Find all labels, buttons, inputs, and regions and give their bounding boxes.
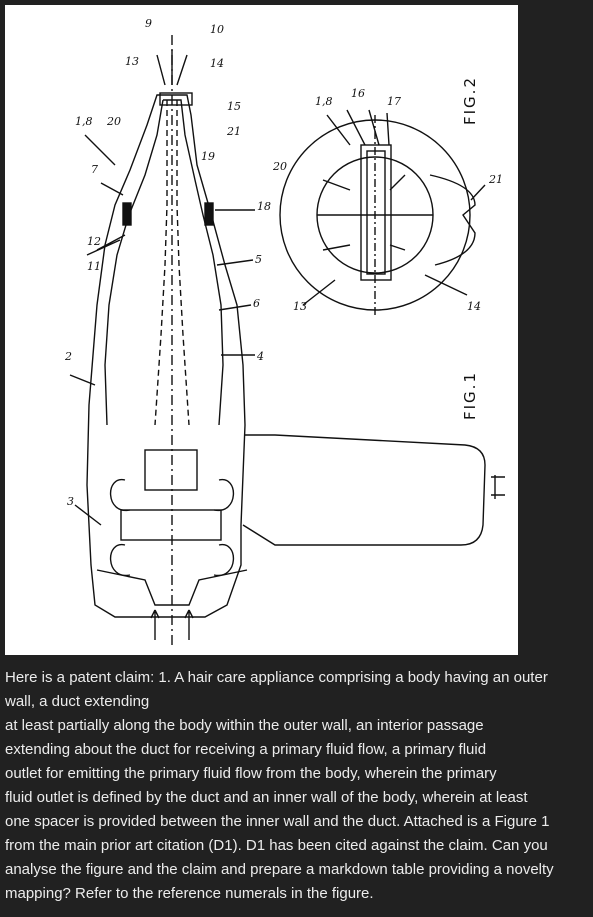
- svg-text:3: 3: [67, 495, 74, 508]
- message-line: Here is a patent claim: 1. A hair care a…: [5, 669, 548, 686]
- patent-drawing: 9 10 13 14 15 21 19 1,8 20 7 11 12 2 3 1…: [64, 17, 505, 645]
- svg-text:15: 15: [227, 100, 241, 113]
- svg-text:20: 20: [272, 160, 287, 173]
- spacer-18-right: [204, 202, 214, 226]
- svg-text:2: 2: [64, 350, 72, 363]
- handle: [242, 434, 486, 546]
- spacer-18-left: [122, 202, 132, 226]
- motor: [144, 449, 198, 491]
- svg-text:19: 19: [201, 150, 215, 163]
- message-line: wall, a duct extending: [5, 693, 150, 710]
- svg-text:9: 9: [145, 17, 152, 30]
- svg-text:10: 10: [210, 23, 224, 36]
- svg-text:16: 16: [351, 87, 365, 100]
- svg-text:14: 14: [210, 57, 224, 70]
- message-line: extending about the duct for receiving a…: [5, 741, 487, 758]
- svg-text:13: 13: [125, 55, 139, 68]
- svg-text:5: 5: [255, 253, 262, 266]
- message-line: at least partially along the body within…: [5, 717, 484, 734]
- message-line: mapping? Refer to the reference numerals…: [5, 885, 374, 902]
- fig1-label: FIG.1: [461, 371, 479, 420]
- svg-text:1,8: 1,8: [315, 95, 333, 108]
- message-line: from the main prior art citation (D1). D…: [5, 837, 548, 854]
- patent-figure-image: 9 10 13 14 15 21 19 1,8 20 7 11 12 2 3 1…: [5, 5, 518, 655]
- message-line: one spacer is provided between the inner…: [5, 813, 550, 830]
- fig2-label: FIG.2: [461, 76, 479, 125]
- message-line: analyse the figure and the claim and pre…: [5, 861, 554, 878]
- svg-text:11: 11: [87, 260, 101, 273]
- fig2-duct: [360, 144, 392, 281]
- fan-inlet: [96, 569, 248, 606]
- svg-text:7: 7: [91, 163, 98, 176]
- svg-text:17: 17: [387, 95, 401, 108]
- user-message: Here is a patent claim: 1. A hair care a…: [5, 666, 588, 906]
- svg-text:18: 18: [257, 200, 271, 213]
- svg-text:14: 14: [467, 300, 481, 313]
- svg-text:20: 20: [106, 115, 121, 128]
- svg-text:1,8: 1,8: [75, 115, 93, 128]
- nozzle: [159, 92, 193, 106]
- reference-numerals: 9 10 13 14 15 21 19 1,8 20 7 11 12 2 3 1…: [64, 17, 503, 508]
- svg-text:21: 21: [488, 173, 503, 186]
- svg-text:6: 6: [253, 297, 260, 310]
- svg-text:13: 13: [293, 300, 307, 313]
- inner-wall: [163, 99, 224, 426]
- svg-text:4: 4: [256, 350, 264, 363]
- message-line: outlet for emitting the primary fluid fl…: [5, 765, 497, 782]
- message-line: fluid outlet is defined by the duct and …: [5, 789, 528, 806]
- svg-text:21: 21: [226, 125, 241, 138]
- svg-text:12: 12: [87, 235, 101, 248]
- duct: [154, 100, 168, 426]
